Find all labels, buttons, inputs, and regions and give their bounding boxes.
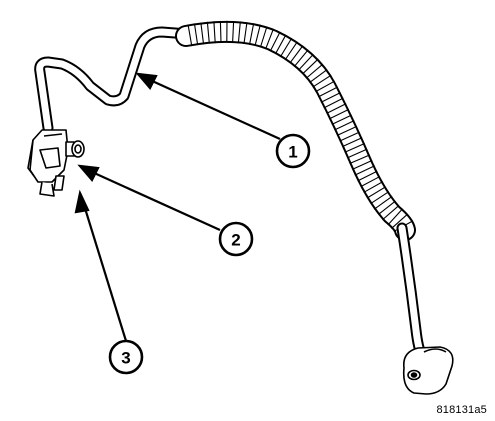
hose-rib [320,92,341,103]
hose-rib [269,31,281,52]
callout-1-label: 1 [288,143,297,162]
hose-rib [200,22,205,45]
hose-rib [232,20,235,44]
hose-rib [318,86,338,98]
hose-rib [382,205,400,221]
hose-rib [302,58,319,75]
hose-rib [339,131,360,142]
hose-rib [378,200,396,215]
hose-rib [237,21,241,44]
hose-rib [354,165,375,176]
arrowhead-2 [77,164,100,182]
leader-line-3 [82,204,128,342]
hose-rib [334,120,355,131]
hose-rib [293,49,309,67]
hose-rib [363,181,383,193]
arrowhead-3 [74,189,90,214]
callout-3-label: 3 [121,349,130,368]
hose-rib [366,186,386,199]
hose-rib [298,54,314,71]
hose-rib [309,69,328,83]
arrowhead-1 [135,72,158,90]
callout-2-label: 2 [231,231,240,250]
hose-rib [249,23,255,45]
hose-rib [329,108,350,120]
hose-rib [193,23,199,46]
hose-rib [349,154,370,164]
hose-rib [275,34,287,55]
hose-rib [370,191,389,204]
lower-tube [396,222,428,362]
hose-rib [187,24,193,47]
callout-3: 3 [108,339,144,375]
callout-2: 2 [218,221,254,257]
hose-rib [254,24,261,47]
callout-1: 1 [275,133,311,169]
hose-rib [305,63,324,79]
hose-rib [342,137,363,148]
hose-rib [219,20,222,43]
hose-rib [280,37,293,58]
flexible-hose [175,20,416,241]
hose-rib [336,125,358,136]
hose-rib [289,45,304,64]
hose-rib [284,41,298,61]
leader-line-1 [149,78,281,141]
hose-rib [243,22,248,45]
mounting-flange [402,346,454,395]
hose-rib [315,80,335,93]
hose-rib [206,21,210,44]
quick-connect-fitting [27,129,85,197]
hose-rib [331,114,352,125]
hose-rib [352,160,373,170]
hose-rib [387,208,403,226]
figure-code: 818131a5 [436,404,487,416]
hose-rib [326,103,347,114]
leader-line-2 [91,170,221,232]
rigid-tube [34,26,194,134]
hose-rib [323,97,344,109]
hose-rib [360,176,381,188]
hose-rib [391,213,409,229]
hose-rib [347,148,368,159]
hose-rib [374,196,393,210]
hose-rib [213,21,216,44]
hose-rib [312,74,332,88]
hose-rib [265,28,274,50]
hose-rib [357,170,378,182]
hose-rib [344,143,365,153]
hose-rib [259,26,268,48]
leader-arrows [74,72,281,342]
